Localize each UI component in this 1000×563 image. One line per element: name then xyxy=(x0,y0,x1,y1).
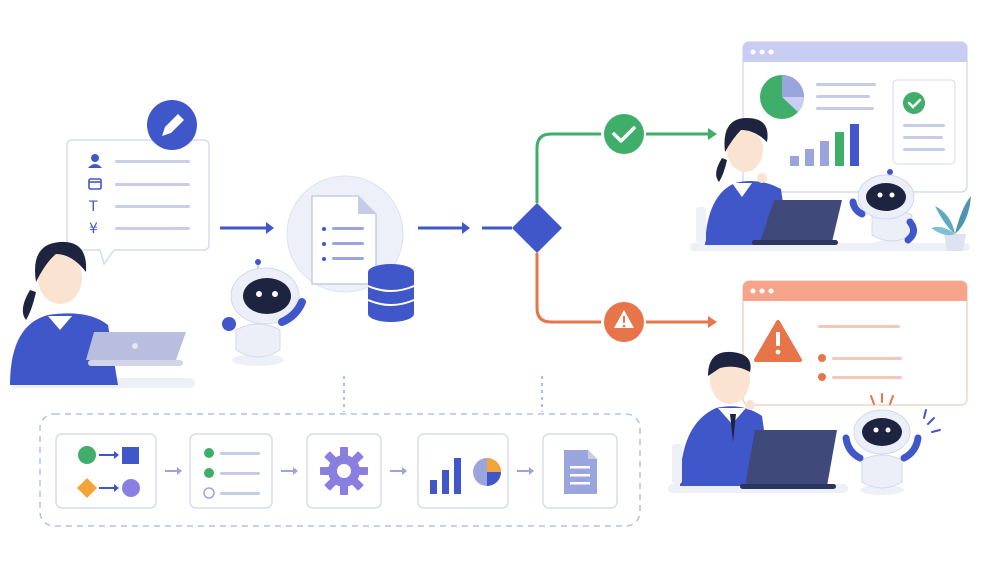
input-form-card: T ¥ xyxy=(66,139,210,266)
form-field-line xyxy=(115,227,190,230)
warning-branch xyxy=(535,253,717,328)
decision-node xyxy=(482,203,562,253)
user-icon xyxy=(88,154,102,168)
warning-triangle-icon xyxy=(754,320,802,362)
form-field-line xyxy=(115,183,190,186)
check-circle-icon xyxy=(604,114,644,154)
warning-icon xyxy=(604,302,644,342)
success-dashboard-window xyxy=(742,41,968,193)
woman-reviewing-results xyxy=(690,118,970,251)
report-step-card xyxy=(542,433,618,509)
currency-icon: ¥ xyxy=(89,221,98,237)
flow-arrow xyxy=(220,222,274,234)
pie-chart-icon xyxy=(473,458,501,486)
pie-chart-icon xyxy=(760,75,804,119)
document-icon xyxy=(564,450,597,494)
bar-chart-icon xyxy=(790,124,859,166)
warning-alert-window xyxy=(742,280,968,406)
robot-assistant xyxy=(842,393,941,495)
robot-assistant xyxy=(222,259,306,366)
process-pipeline xyxy=(39,376,641,527)
gear-icon xyxy=(320,447,368,495)
form-field-line xyxy=(115,205,190,208)
calendar-icon xyxy=(88,178,102,190)
analytics-step-card xyxy=(417,433,509,509)
success-branch xyxy=(535,128,717,203)
gear-step-card xyxy=(306,433,382,509)
flow-arrow xyxy=(418,222,470,234)
pencil-icon xyxy=(147,100,197,150)
robot-assistant xyxy=(849,169,917,250)
checklist-step-card xyxy=(189,433,273,509)
text-icon: T xyxy=(88,199,98,215)
plant-icon xyxy=(931,196,971,251)
flowchart-step-card xyxy=(55,433,157,509)
check-circle-icon xyxy=(903,92,925,114)
form-field-line xyxy=(115,160,190,163)
database-icon xyxy=(367,264,415,322)
woman-at-laptop xyxy=(10,241,195,388)
document-processing xyxy=(286,175,404,293)
man-reviewing-alert xyxy=(668,351,848,493)
